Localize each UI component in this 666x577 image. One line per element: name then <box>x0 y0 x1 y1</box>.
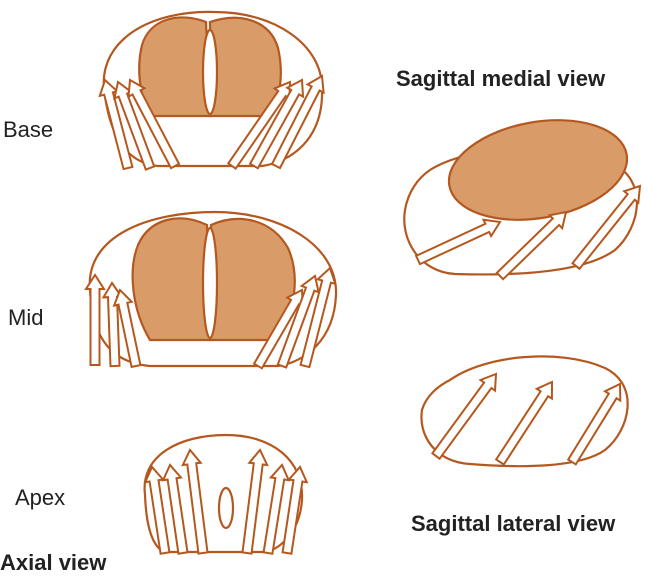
mid-arrow-1 <box>84 273 106 366</box>
sagittal-lateral-arrow-2 <box>494 380 554 466</box>
axial-base-section <box>102 10 324 168</box>
sagittal-medial-arrow-2 <box>495 210 568 281</box>
apex-arrow-5 <box>262 463 291 555</box>
mid-arrow-6 <box>299 266 337 369</box>
mid-urethra <box>201 226 219 340</box>
base-arrow-1 <box>98 78 134 171</box>
apex-arrow-2 <box>161 463 189 555</box>
axial-mid-section <box>88 210 338 368</box>
arrows <box>84 74 642 555</box>
label-apex: Apex <box>15 485 66 510</box>
label-sagittal-lateral-view: Sagittal lateral view <box>411 511 616 536</box>
apex-arrow-4 <box>241 448 269 555</box>
sagittal-lateral-outline <box>420 355 629 468</box>
sagittal-medial-arrow-3 <box>571 184 642 271</box>
base-left-lobe <box>138 16 212 118</box>
sagittal-lateral-arrow-1 <box>431 372 498 461</box>
label-axial-view: Axial view <box>0 550 107 575</box>
sagittal-medial-inner-zone <box>447 119 629 221</box>
sagittal-medial-section <box>403 119 638 276</box>
apex-urethra <box>217 486 235 530</box>
sagittal-lateral-section <box>420 355 629 468</box>
mid-arrow-3 <box>112 288 142 369</box>
label-base: Base <box>3 117 54 142</box>
label-mid: Mid <box>8 305 44 330</box>
mid-left-lobe <box>131 217 212 342</box>
sagittal-medial-arrow-1 <box>414 218 502 266</box>
base-arrow-3 <box>127 78 181 170</box>
label-sagittal-medial-view: Sagittal medial view <box>396 66 606 91</box>
sagittal-lateral-arrow-3 <box>566 382 622 466</box>
base-arrow-4 <box>226 80 292 170</box>
mid-arrow-5 <box>276 274 320 369</box>
apex-arrow-1 <box>143 465 171 555</box>
base-arrow-5 <box>248 78 305 170</box>
apex-arrow-3 <box>181 448 209 555</box>
apex-arrow-6 <box>281 465 309 555</box>
diagram-shapes <box>84 10 642 555</box>
base-arrow-6 <box>270 74 325 170</box>
base-urethra <box>201 28 219 116</box>
